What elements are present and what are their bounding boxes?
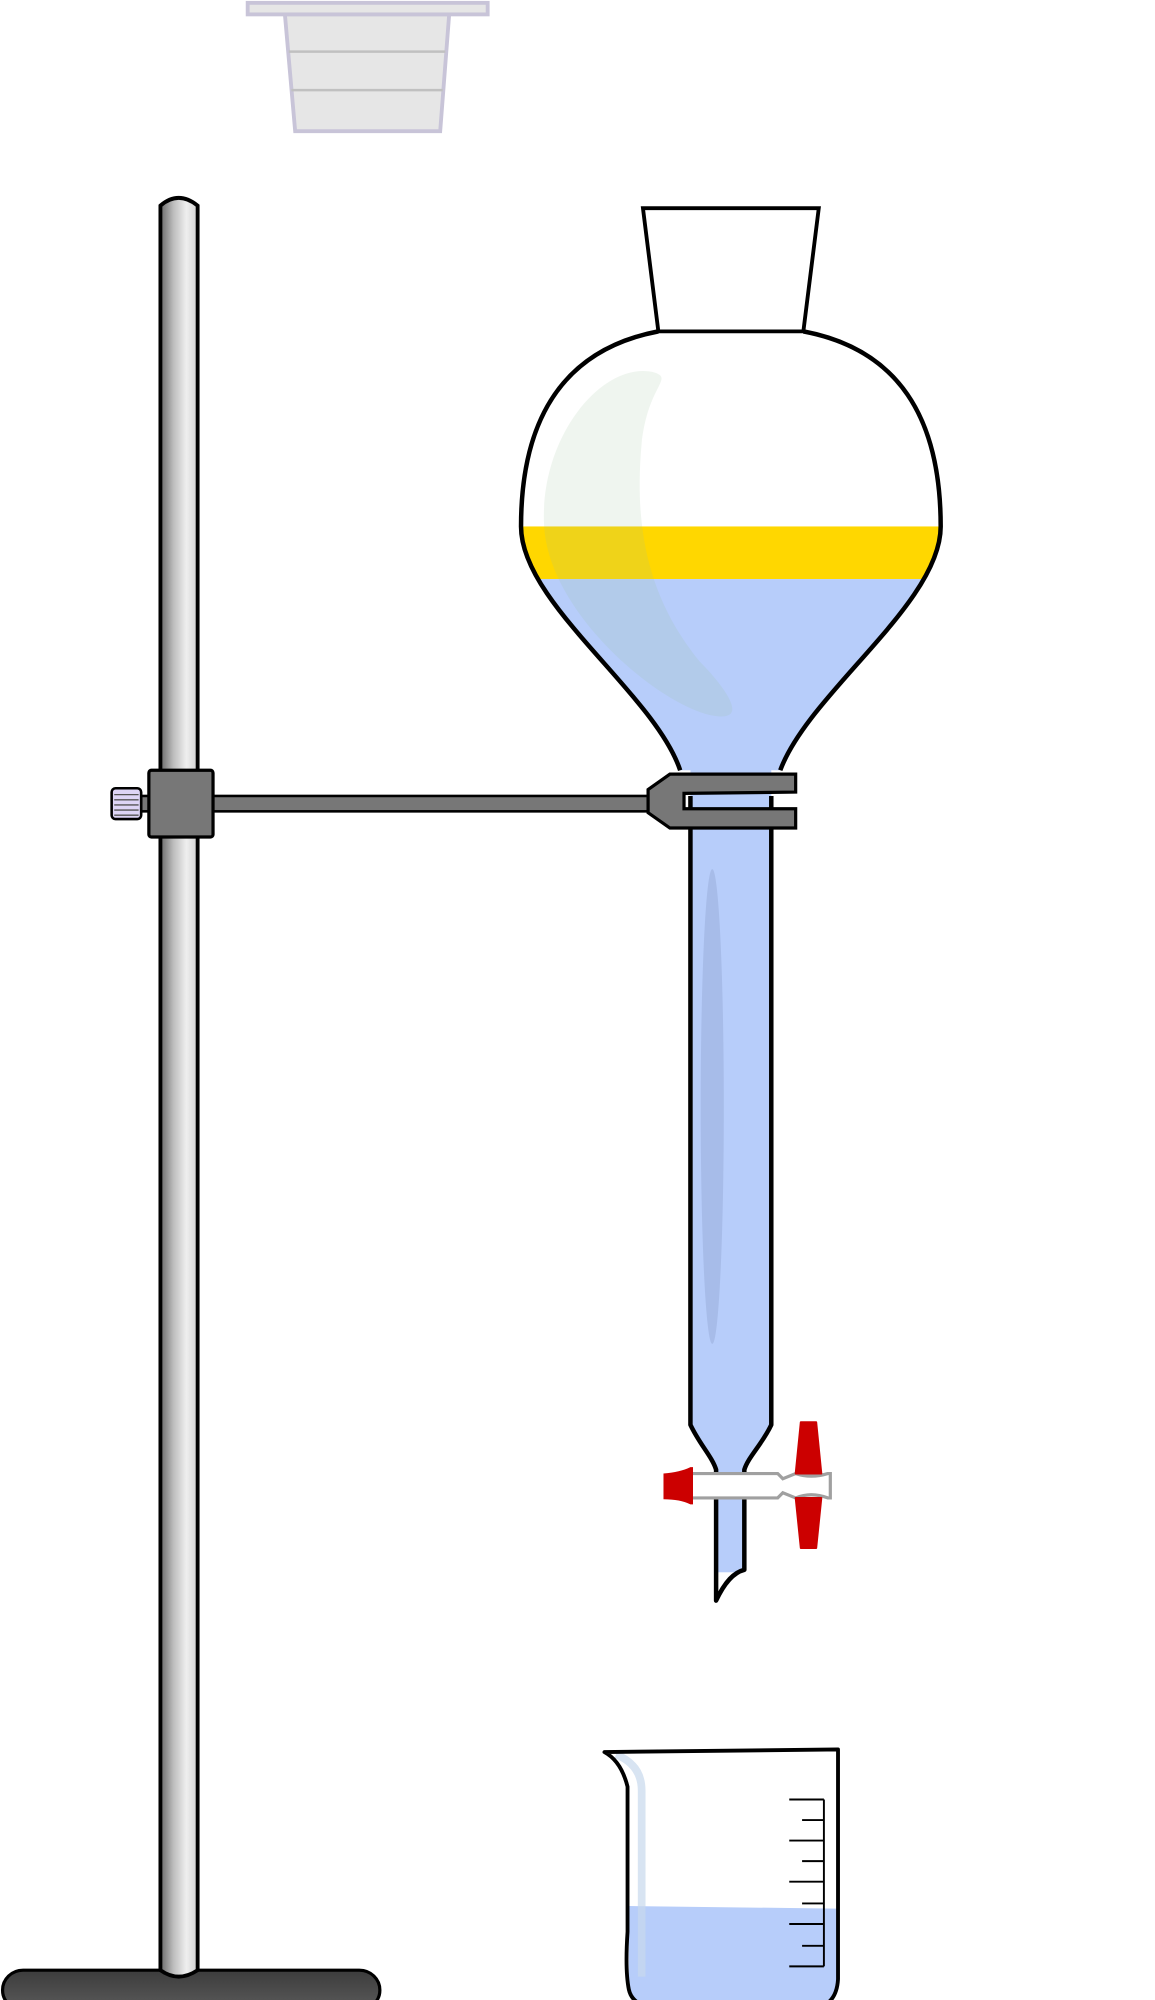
- stopcock-cap-icon: [663, 1467, 693, 1505]
- stopcock-handle[interactable]: [794, 1421, 823, 1549]
- spare-beaker: [245, 0, 490, 134]
- stand-rod: [158, 196, 200, 1979]
- beaker-liquid: [628, 1906, 837, 2000]
- receiving-beaker: [602, 1747, 840, 2000]
- stopcock[interactable]: [663, 1421, 832, 1549]
- graduation-marks: [789, 1798, 825, 1968]
- stopper[interactable]: [640, 206, 821, 334]
- stopcock-barrel: [688, 1471, 832, 1500]
- lower-layer-blue: [521, 579, 941, 1573]
- clamp-knob[interactable]: [110, 786, 143, 821]
- upper-layer-yellow: [521, 526, 941, 580]
- clamp-arm: [139, 794, 656, 813]
- funnel-outline: [518, 329, 943, 1603]
- clamp[interactable]: [110, 768, 656, 839]
- clamp-jaw: [646, 772, 798, 830]
- clamp-boss-head: [147, 768, 215, 839]
- beaker-outline: [602, 1747, 840, 2000]
- separatory-funnel: [518, 206, 943, 1603]
- retort-stand: [0, 196, 382, 2000]
